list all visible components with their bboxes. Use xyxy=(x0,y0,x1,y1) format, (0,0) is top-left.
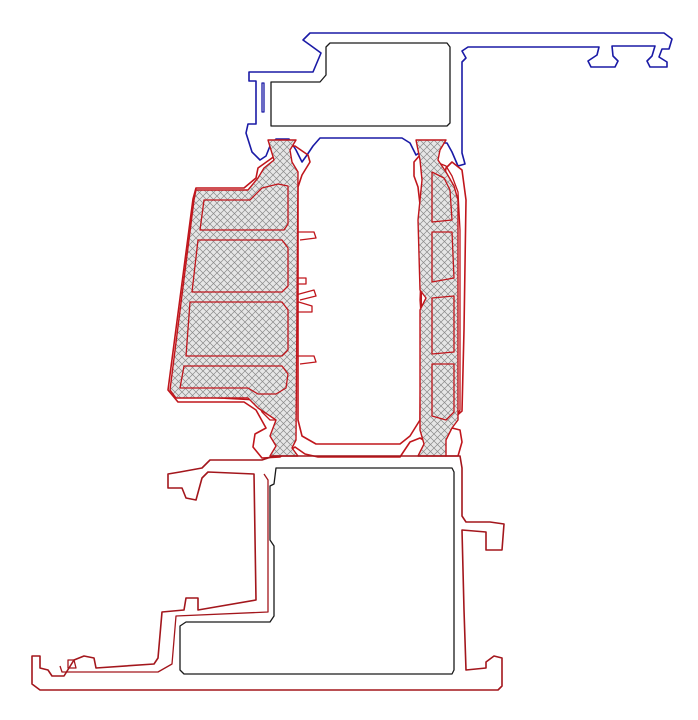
lower-frame-outline xyxy=(31,455,505,691)
cover-inner-slot xyxy=(261,82,265,113)
cover-profile-outline xyxy=(245,32,673,167)
left-insulation-chamber-3 xyxy=(185,301,289,357)
left-insulation-chamber-2 xyxy=(191,239,289,293)
lower-frame-web xyxy=(59,473,269,673)
upper-frame-right-chamber xyxy=(419,161,461,429)
lower-frame xyxy=(31,455,505,691)
right-insulation-chamber-2 xyxy=(431,231,455,283)
thermal-insulation xyxy=(169,139,459,457)
lower-frame-clip xyxy=(67,659,77,669)
upper-frame-ribs xyxy=(291,231,317,365)
cover-profile xyxy=(245,32,673,167)
bottom-reinforcement-outline xyxy=(179,467,455,675)
upper-frame-outline xyxy=(167,145,467,459)
left-insulation-chamber-4 xyxy=(179,365,289,395)
steel-reinforcement-bottom xyxy=(179,467,455,675)
cover-cavity xyxy=(270,42,451,127)
right-insulation-chamber-4 xyxy=(431,363,455,421)
right-insulation-chamber-3 xyxy=(431,295,455,355)
left-insulation-chamber-1 xyxy=(199,183,289,231)
right-insulation-chamber-1 xyxy=(431,171,453,223)
